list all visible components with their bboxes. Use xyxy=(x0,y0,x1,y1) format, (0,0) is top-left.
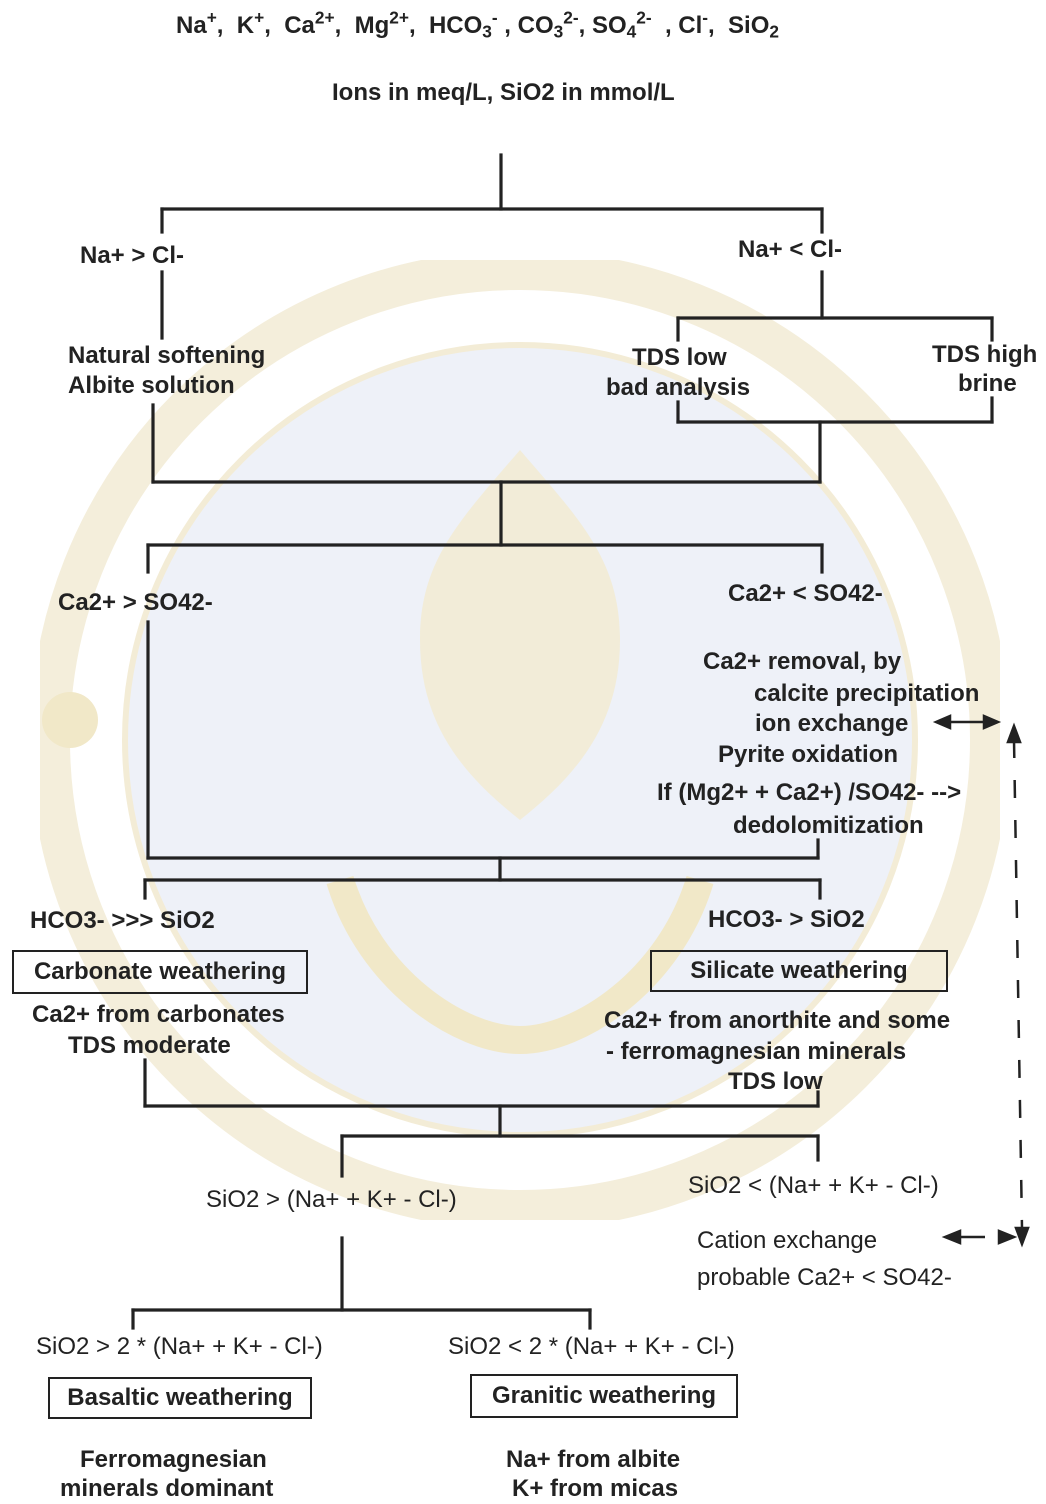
basaltic-weathering-box: Basaltic weathering xyxy=(48,1377,312,1419)
pyrite-oxidation-label: Pyrite oxidation xyxy=(718,741,899,768)
condition-sio2-greater-balance: SiO2 > (Na+ + K+ - Cl-) xyxy=(206,1186,457,1213)
tds-moderate-label: TDS moderate xyxy=(68,1032,231,1059)
condition-na-greater-cl: Na+ > Cl- xyxy=(80,242,185,269)
k-from-micas-label: K+ from micas xyxy=(512,1475,679,1502)
minerals-dominant-label: minerals dominant xyxy=(60,1475,274,1502)
cation-exchange-label: Cation exchange xyxy=(697,1227,878,1254)
condition-sio2-less-balance: SiO2 < (Na+ + K+ - Cl-) xyxy=(688,1172,939,1199)
tds-low-silicate-label: TDS low xyxy=(728,1068,823,1095)
granitic-weathering-label: Granitic weathering xyxy=(491,1382,717,1409)
carbonate-weathering-label: Carbonate weathering xyxy=(33,958,287,985)
condition-hco3-much-greater-sio2: HCO3- >>> SiO2 xyxy=(30,907,215,934)
na-from-albite-label: Na+ from albite xyxy=(506,1446,681,1473)
ion-list-prefix: Na xyxy=(176,12,207,39)
condition-hco3-greater-sio2: HCO3- > SiO2 xyxy=(708,906,865,933)
silicate-weathering-box: Silicate weathering xyxy=(650,950,948,992)
ferromagnesian-minerals-label: - ferromagnesian minerals xyxy=(606,1038,907,1065)
granitic-weathering-box: Granitic weathering xyxy=(470,1374,738,1418)
condition-ca-greater-so4: Ca2+ > SO42- xyxy=(58,589,213,616)
calcite-precipitation-label: calcite precipitation xyxy=(754,680,980,707)
condition-na-less-cl: Na+ < Cl- xyxy=(738,236,843,263)
natural-softening-label: Natural softening xyxy=(68,342,266,369)
watermark-seal xyxy=(40,260,1000,1220)
ca-removal-label: Ca2+ removal, by xyxy=(703,648,902,675)
dedolomitization-condition: If (Mg2+ + Ca2+) /SO42- --> xyxy=(657,779,962,806)
ferromagnesian-label: Ferromagnesian xyxy=(80,1446,267,1473)
basaltic-weathering-label: Basaltic weathering xyxy=(67,1384,293,1411)
tds-high-label: TDS high xyxy=(932,341,1038,368)
ca-from-carbonates-label: Ca2+ from carbonates xyxy=(32,1001,285,1028)
albite-solution-label: Albite solution xyxy=(68,372,235,399)
tds-low-label: TDS low xyxy=(632,344,727,371)
carbonate-weathering-box: Carbonate weathering xyxy=(12,950,308,994)
ion-list-header: Na+, K+, Ca2+, Mg2+, HCO3- , CO32-, SO42… xyxy=(176,7,779,42)
condition-sio2-less-double: SiO2 < 2 * (Na+ + K+ - Cl-) xyxy=(448,1333,735,1360)
probable-ca-so4-label: probable Ca2+ < SO42- xyxy=(697,1264,952,1291)
ca-from-anorthite-label: Ca2+ from anorthite and some xyxy=(604,1007,951,1034)
ion-exchange-label: ion exchange xyxy=(755,710,909,737)
dedolomitization-label: dedolomitization xyxy=(733,812,924,839)
condition-ca-less-so4: Ca2+ < SO42- xyxy=(728,580,883,607)
units-note: Ions in meq/L, SiO2 in mmol/L xyxy=(332,79,675,106)
condition-sio2-greater-double: SiO2 > 2 * (Na+ + K+ - Cl-) xyxy=(36,1333,323,1360)
bad-analysis-label: bad analysis xyxy=(606,374,751,401)
brine-label: brine xyxy=(958,370,1017,397)
silicate-weathering-label: Silicate weathering xyxy=(690,957,908,984)
